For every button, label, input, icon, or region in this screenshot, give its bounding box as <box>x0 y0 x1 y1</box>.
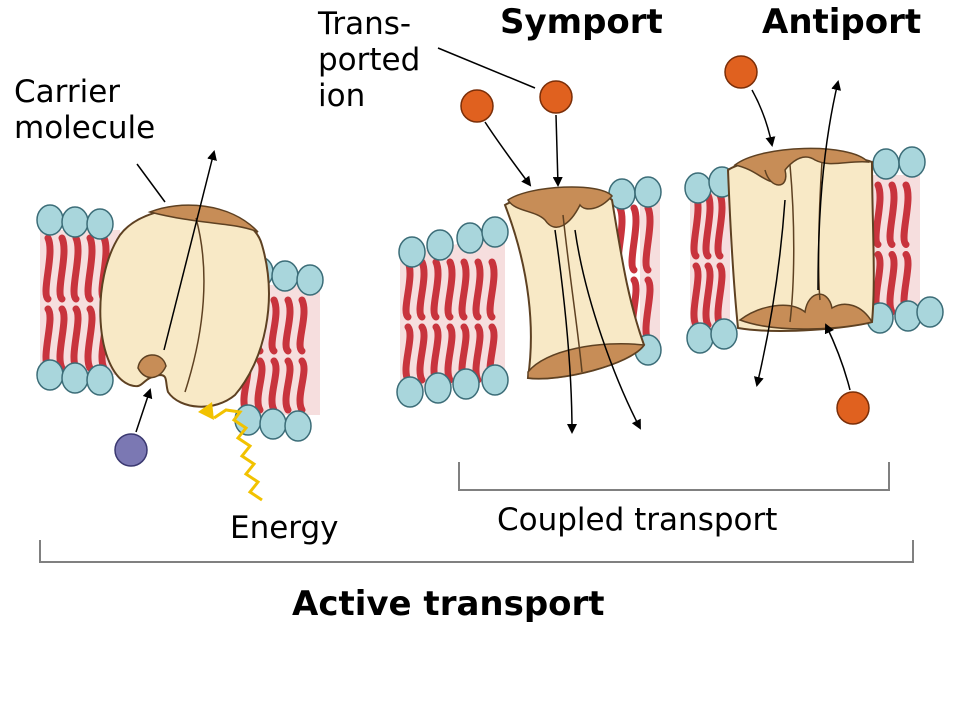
antiport-protein <box>726 147 875 332</box>
active-transport-label: Active transport <box>292 584 605 624</box>
leader-ion <box>437 47 536 89</box>
arrow-carrier-through <box>163 150 217 351</box>
ion-orange-antiport-top <box>724 55 758 89</box>
lipid-head <box>36 359 64 391</box>
carrier-protein <box>99 204 270 408</box>
ion-purple <box>114 433 148 467</box>
lipid-tail <box>282 296 294 414</box>
lipid-head <box>452 368 480 400</box>
lipid-head <box>296 264 324 296</box>
lipid-heads <box>684 146 944 354</box>
arrow-symport-out-2 <box>574 229 641 430</box>
arrow-symport-in-1 <box>484 121 532 187</box>
lipid-head <box>398 236 426 268</box>
lipid-head <box>481 364 509 396</box>
ion-orange-symport-1 <box>460 89 494 123</box>
lipid-tail <box>444 258 456 384</box>
arrow-symport-in-2 <box>552 114 563 187</box>
coupled-transport-label: Coupled transport <box>497 502 778 538</box>
lipid-tail <box>268 296 280 414</box>
lipid-heads <box>396 176 662 408</box>
energy-arrowhead-icon <box>198 402 214 420</box>
symport-protein <box>503 186 646 380</box>
lipid-head <box>426 229 454 261</box>
antiport-title: Antiport <box>762 2 922 42</box>
lipid-tail <box>56 234 68 372</box>
arrow-antiport-in <box>751 89 776 147</box>
arrow-antiport-up <box>817 80 842 291</box>
lipid-head <box>872 148 900 180</box>
lipid-head <box>86 364 114 396</box>
lipid-head <box>916 296 944 328</box>
lipid-head <box>36 204 64 236</box>
arrow-symport-out-1 <box>554 229 577 434</box>
lipid-tail <box>886 181 898 316</box>
arrow-antiport-down <box>753 199 786 387</box>
lipid-head <box>424 372 452 404</box>
lipid-head <box>481 216 509 248</box>
lipid-head <box>396 376 424 408</box>
lipid-head <box>259 408 287 440</box>
lipid-tail <box>84 234 96 372</box>
lipid-head <box>898 146 926 178</box>
arrows <box>135 80 851 434</box>
lipid-head <box>634 176 662 208</box>
lipid-tail <box>702 191 714 329</box>
coupled-transport-bracket <box>458 462 890 491</box>
lipid-head <box>456 222 484 254</box>
lipid-head <box>86 208 114 240</box>
lipid-head <box>684 172 712 204</box>
arrow-antiport-bind <box>824 323 851 391</box>
symport-title: Symport <box>500 2 663 42</box>
membrane-symport <box>396 176 662 408</box>
lipid-tail <box>416 258 428 384</box>
carrier-molecule-label: Carrier molecule <box>14 74 156 146</box>
binding-site <box>137 354 167 379</box>
energy-squiggle-icon <box>213 408 263 502</box>
transported-ion-label: Trans- ported ion <box>318 6 421 114</box>
active-transport-bracket <box>39 540 914 563</box>
lipid-tails <box>402 204 654 384</box>
lipid-head <box>234 404 262 436</box>
ion-orange-antiport-bottom <box>836 391 870 425</box>
lipid-head <box>271 260 299 292</box>
lipid-head <box>284 410 312 442</box>
lipid-head <box>686 322 714 354</box>
lipid-heads <box>36 204 324 442</box>
membrane-antiport <box>684 146 944 354</box>
arrow-carrier-bind <box>135 388 153 433</box>
lipid-head <box>710 318 738 350</box>
lipid-tail <box>296 296 308 414</box>
leader-carrier <box>136 163 166 203</box>
energy-label: Energy <box>230 510 339 546</box>
lipid-head <box>61 206 89 238</box>
lipid-head <box>61 362 89 394</box>
ion-orange-symport-2 <box>539 80 573 114</box>
